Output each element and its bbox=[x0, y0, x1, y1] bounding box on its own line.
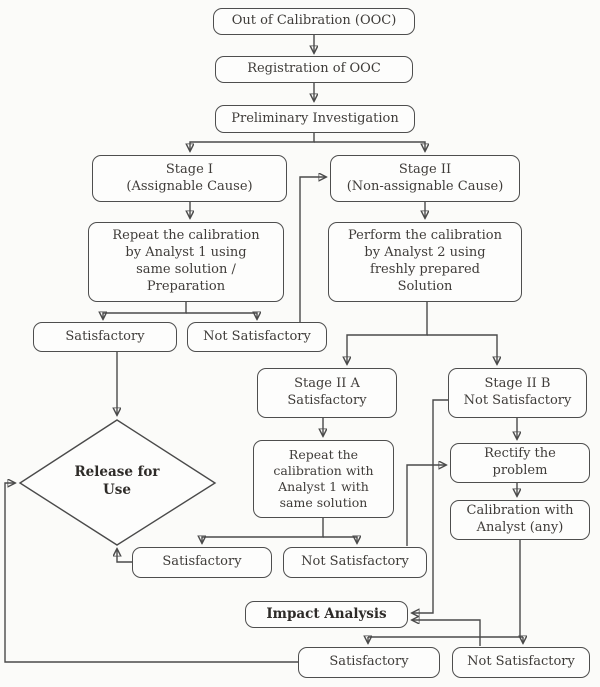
node-preliminary-investigation: Preliminary Investigation bbox=[215, 105, 415, 133]
edge-repeat2-mid-not-satisfactory bbox=[323, 537, 357, 542]
node-stage-1: Stage I (Assignable Cause) bbox=[92, 155, 287, 202]
node-rectify-the-problem: Rectify the problem bbox=[450, 443, 590, 483]
node-perform-by-analyst-2: Perform the calibration by Analyst 2 usi… bbox=[328, 222, 522, 302]
node-mid-not-satisfactory: Not Satisfactory bbox=[283, 547, 427, 578]
node-stage-2a: Stage II A Satisfactory bbox=[257, 368, 397, 418]
node-impact-analysis: Impact Analysis bbox=[245, 601, 408, 628]
node-out-of-calibration: Out of Calibration (OOC) bbox=[213, 8, 415, 35]
node-stage-2b: Stage II B Not Satisfactory bbox=[448, 368, 587, 418]
edge-preliminary-stage2 bbox=[314, 141, 425, 150]
node-stage1-not-satisfactory: Not Satisfactory bbox=[187, 322, 327, 352]
edge-preliminary-stage1 bbox=[190, 133, 315, 150]
node-calibration-with-analyst-any: Calibration with Analyst (any) bbox=[450, 500, 590, 540]
node-mid-satisfactory: Satisfactory bbox=[132, 547, 272, 578]
edge-repeat-satisfactory bbox=[103, 302, 187, 318]
node-final-not-satisfactory: Not Satisfactory bbox=[452, 647, 590, 678]
edge-not-satisfactory-stage2 bbox=[299, 177, 325, 322]
edge-repeat-not-satisfactory bbox=[186, 313, 257, 318]
edge-stage2b-impact bbox=[413, 399, 448, 613]
edge-mid-satisfactory-release bbox=[117, 550, 132, 563]
edge-perform-stage2b bbox=[427, 334, 497, 363]
node-release-for-use-label: Release for Use bbox=[74, 463, 160, 498]
node-repeat-with-analyst-1: Repeat the calibration with Analyst 1 wi… bbox=[253, 440, 394, 518]
node-final-satisfactory: Satisfactory bbox=[298, 647, 440, 678]
node-stage-2: Stage II (Non-assignable Cause) bbox=[330, 155, 520, 202]
release-for-use-diamond bbox=[18, 419, 217, 546]
node-registration-of-ooc: Registration of OOC bbox=[215, 56, 413, 83]
node-repeat-by-analyst-1: Repeat the calibration by Analyst 1 usin… bbox=[88, 222, 284, 302]
edge-final-satisfactory-release bbox=[4, 483, 298, 663]
edge-repeat2-mid-satisfactory bbox=[202, 518, 324, 542]
node-stage1-satisfactory: Satisfactory bbox=[33, 322, 177, 352]
edge-mid-not-satisfactory-rectify bbox=[406, 465, 445, 546]
edge-perform-stage2a bbox=[347, 302, 428, 363]
edge-final-not-satisfactory-impact bbox=[413, 620, 481, 646]
